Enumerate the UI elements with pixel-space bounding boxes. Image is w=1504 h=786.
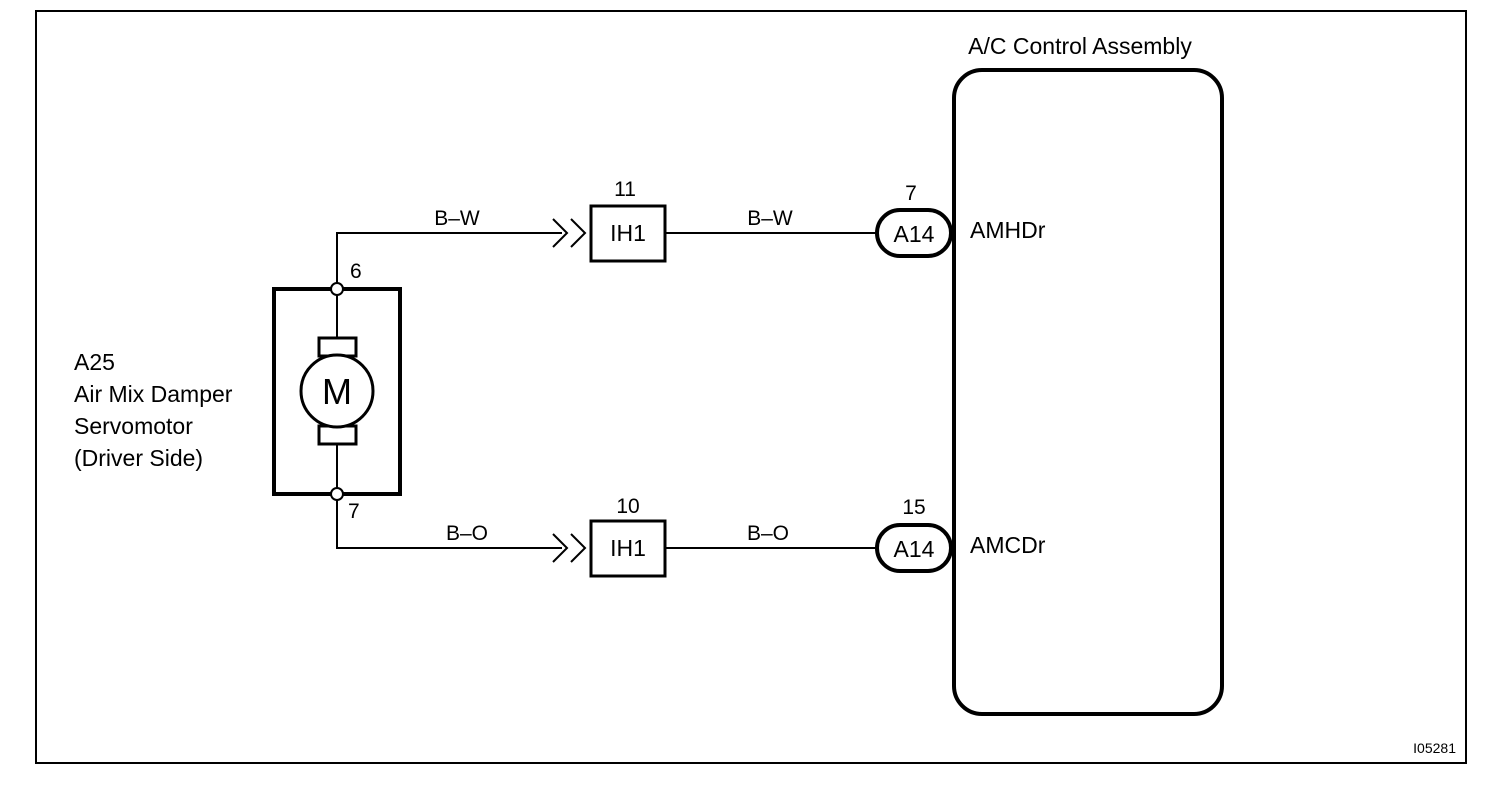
- wire-bottom-left-color: B–O: [446, 522, 488, 545]
- junction-ih1-bottom: [589, 519, 667, 578]
- assembly-title: A/C Control Assembly: [968, 33, 1192, 59]
- servomotor-name-line2: Servomotor: [74, 413, 193, 439]
- connector-a14-bottom: [875, 523, 953, 573]
- terminal-amhdr-label: AMHDr: [970, 217, 1046, 243]
- junction-ih1-bottom-pin: 10: [616, 495, 639, 518]
- junction-ih1-top-pin: 11: [614, 178, 636, 201]
- motor-brush-bottom: [317, 424, 358, 446]
- ac-control-assembly-box: [952, 68, 1224, 716]
- junction-ih1-top: [589, 204, 667, 263]
- servomotor-name-line3: (Driver Side): [74, 445, 203, 471]
- wire-top-right-color: B–W: [747, 207, 793, 230]
- wire-bottom-right-color: B–O: [747, 522, 789, 545]
- figure-id: I05281: [1413, 740, 1456, 756]
- pin-top-terminal: [330, 282, 344, 296]
- connector-a14-bottom-pin: 15: [902, 496, 925, 519]
- junction-ih1-bottom-label: IH1: [610, 535, 646, 561]
- connector-chevron-top-2: [570, 218, 587, 248]
- connector-chevron-bottom-2: [570, 533, 587, 563]
- connector-chevron-bottom-1: [552, 533, 569, 563]
- connector-a14-top-label: A14: [894, 221, 935, 247]
- pin-bottom-terminal: [330, 487, 344, 501]
- motor-brush-top: [317, 336, 358, 358]
- junction-ih1-top-label: IH1: [610, 220, 646, 246]
- motor-icon: [299, 353, 375, 429]
- connector-a14-top-pin: 7: [905, 182, 917, 205]
- pin-bottom-number: 7: [348, 500, 360, 523]
- pin-top-number: 6: [350, 260, 362, 283]
- connector-a14-top: [875, 208, 953, 258]
- wire-top-left-color: B–W: [434, 207, 480, 230]
- wire-bottom-left: [336, 494, 562, 549]
- connector-a14-bottom-label: A14: [894, 536, 935, 562]
- terminal-amcdr-label: AMCDr: [970, 532, 1046, 558]
- connector-chevron-top-1: [552, 218, 569, 248]
- servomotor-name-line1: Air Mix Damper: [74, 381, 233, 407]
- diagram-frame: [35, 10, 1467, 764]
- wire-top-left: [336, 232, 562, 289]
- servomotor-code: A25: [74, 349, 115, 375]
- motor-symbol: M: [322, 371, 352, 412]
